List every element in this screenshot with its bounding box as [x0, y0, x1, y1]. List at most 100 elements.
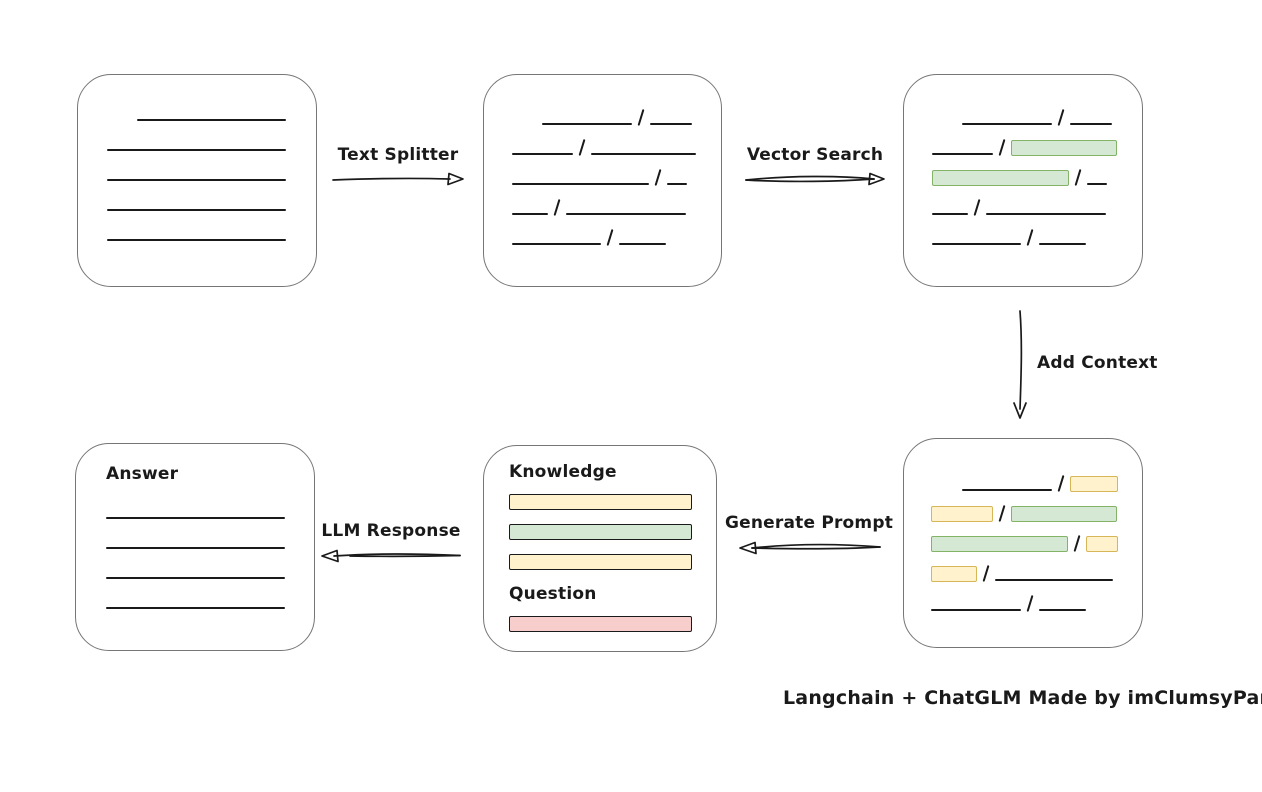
- slash-separator: [1074, 169, 1082, 186]
- text-line: [962, 123, 1052, 125]
- llm-response-label: LLM Response: [321, 521, 461, 541]
- text-line: [650, 123, 693, 125]
- chunk-row: [512, 186, 721, 216]
- vector-search-arrow-group: Vector Search: [744, 145, 886, 188]
- text-line: [106, 607, 285, 609]
- text-line: [962, 489, 1052, 491]
- text-line: [512, 153, 573, 155]
- text-line: [932, 243, 1021, 245]
- chunk-row: [932, 96, 1142, 126]
- chunk-row: [107, 182, 316, 212]
- chunk-row: [512, 96, 721, 126]
- match-lines: [932, 96, 1142, 246]
- vector-match-box: [903, 74, 1143, 287]
- text-line: [106, 517, 285, 519]
- slash-separator: [1073, 535, 1081, 552]
- question-label: Question: [509, 584, 597, 604]
- yellow-prompt-bar: [509, 494, 692, 510]
- diagram-caption: Langchain + ChatGLM Made by imClumsyPand…: [783, 687, 1262, 709]
- text-line: [986, 213, 1107, 215]
- add-context-label: Add Context: [1037, 353, 1158, 373]
- text-line: [107, 209, 286, 211]
- chunk-row: [107, 212, 316, 242]
- yellow-prompt-bar: [509, 554, 692, 570]
- text-line: [931, 609, 1021, 611]
- generate-prompt-label: Generate Prompt: [724, 513, 894, 533]
- text-line: [106, 547, 285, 549]
- chunk-lines: [512, 96, 721, 246]
- text-line: [512, 243, 601, 245]
- chunk-row: [932, 186, 1142, 216]
- slash-separator: [654, 169, 662, 186]
- text-splitter-label: Text Splitter: [337, 145, 459, 165]
- chunk-row: [106, 550, 314, 580]
- text-line: [542, 123, 632, 125]
- text-line: [591, 153, 697, 155]
- vector-search-label: Vector Search: [746, 145, 884, 165]
- green-chunk-bar: [1011, 506, 1118, 522]
- slash-separator: [1026, 595, 1034, 612]
- yellow-chunk-bar: [931, 506, 993, 522]
- chunk-row: [931, 552, 1142, 582]
- slash-separator: [606, 229, 614, 246]
- chunk-row: [931, 582, 1142, 612]
- slash-separator: [998, 505, 1006, 522]
- red-prompt-bar: [509, 616, 692, 632]
- source-document-box: [77, 74, 317, 287]
- answer-box: Answer: [75, 443, 315, 651]
- slash-separator: [1026, 229, 1034, 246]
- slash-separator: [637, 109, 645, 126]
- text-line: [512, 213, 548, 215]
- text-line: [1039, 609, 1087, 611]
- yellow-chunk-bar: [1086, 536, 1119, 552]
- text-line: [1070, 123, 1113, 125]
- text-line: [106, 577, 285, 579]
- slash-separator: [982, 565, 990, 582]
- slash-separator: [1057, 109, 1065, 126]
- chunk-row: [106, 490, 314, 520]
- text-line: [619, 243, 667, 245]
- chunk-row: [106, 580, 314, 610]
- add-context-arrow-icon: [1013, 310, 1027, 419]
- chunk-row: [107, 92, 316, 122]
- chunk-row: [107, 122, 316, 152]
- green-chunk-bar: [931, 536, 1068, 552]
- chunk-row: [107, 152, 316, 182]
- chunk-row: [932, 126, 1142, 156]
- text-line: [107, 239, 286, 241]
- slash-separator: [998, 139, 1006, 156]
- slash-separator: [553, 199, 561, 216]
- chunk-row: [932, 216, 1142, 246]
- answer-label: Answer: [106, 464, 179, 484]
- green-prompt-bar: [509, 524, 692, 540]
- text-line: [995, 579, 1114, 581]
- chunk-row: [931, 522, 1142, 552]
- generate-prompt-arrow-icon: [739, 541, 881, 555]
- text-line: [512, 183, 649, 185]
- vector-search-arrow-icon: [745, 172, 885, 186]
- llm-response-arrow-icon: [321, 549, 461, 563]
- knowledge-bars: [509, 494, 716, 570]
- chunk-row: [932, 156, 1142, 186]
- chunk-row: [512, 156, 721, 186]
- text-splitter-arrow-group: Text Splitter: [331, 145, 465, 188]
- text-line: [932, 153, 993, 155]
- split-chunks-box: [483, 74, 722, 287]
- text-line: [667, 183, 688, 185]
- added-context-box: [903, 438, 1143, 648]
- text-line: [107, 149, 286, 151]
- knowledge-label: Knowledge: [509, 462, 617, 482]
- green-chunk-bar: [932, 170, 1069, 186]
- slash-separator: [973, 199, 981, 216]
- generate-prompt-arrow-group: Generate Prompt: [725, 513, 893, 556]
- prompt-box: Knowledge Question: [483, 445, 717, 652]
- question-bars: [509, 616, 716, 632]
- chunk-row: [931, 462, 1142, 492]
- document-lines: [107, 92, 316, 242]
- green-chunk-bar: [1011, 140, 1118, 156]
- text-line: [1039, 243, 1087, 245]
- text-line: [137, 119, 286, 121]
- yellow-chunk-bar: [1070, 476, 1119, 492]
- text-line: [1087, 183, 1108, 185]
